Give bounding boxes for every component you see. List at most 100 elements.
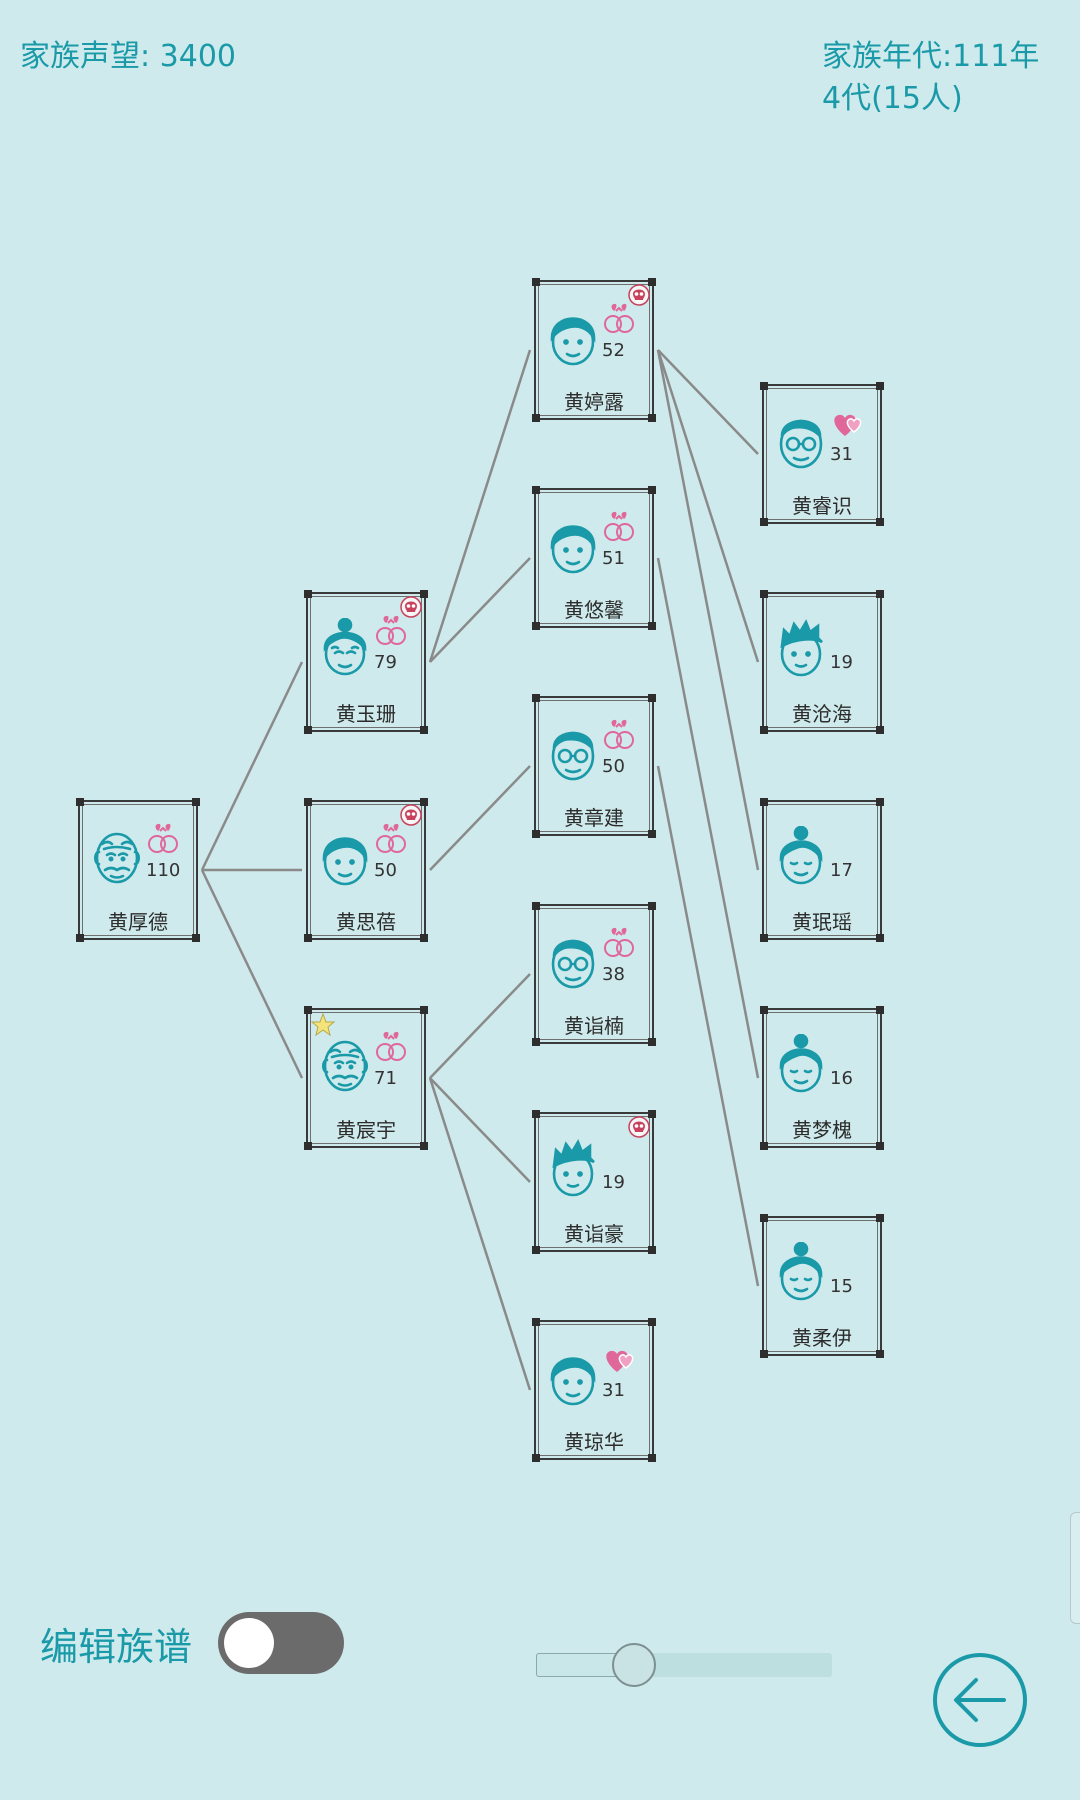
card-corner — [76, 798, 84, 806]
member-card[interactable]: 17 黄珉瑶 — [760, 798, 884, 942]
tree-connector — [429, 1077, 531, 1183]
tree-connector — [656, 349, 760, 871]
card-corner — [532, 694, 540, 702]
tree-connector — [429, 973, 531, 1079]
card-corner — [648, 278, 656, 286]
card-corner — [760, 382, 768, 390]
member-name: 黄诣楠 — [564, 1014, 624, 1038]
member-card[interactable]: 38 黄诣楠 — [532, 902, 656, 1046]
married-rings-icon — [374, 614, 408, 648]
member-card[interactable]: 50 黄思蓓 — [304, 798, 428, 942]
card-corner — [192, 934, 200, 942]
card-corner — [532, 1246, 540, 1254]
card-corner — [532, 414, 540, 422]
side-drawer-handle[interactable] — [1070, 1512, 1080, 1624]
edit-genealogy-toggle[interactable] — [218, 1612, 344, 1674]
married-rings-icon — [374, 822, 408, 856]
member-name: 黄柔伊 — [792, 1326, 852, 1350]
girl-bun-icon — [774, 1241, 828, 1304]
card-corner — [760, 1214, 768, 1222]
member-card[interactable]: 52 黄婷露 — [532, 278, 656, 422]
skull-icon — [628, 1116, 650, 1138]
card-corner — [876, 382, 884, 390]
married-rings-icon — [374, 1030, 408, 1064]
card-corner — [648, 1318, 656, 1326]
zoom-slider-thumb[interactable] — [612, 1643, 656, 1687]
zoom-slider-track[interactable] — [536, 1653, 832, 1677]
card-corner — [304, 798, 312, 806]
card-corner — [876, 1214, 884, 1222]
card-corner — [760, 934, 768, 942]
card-corner — [648, 694, 656, 702]
member-age: 17 — [830, 860, 853, 881]
card-corner — [648, 486, 656, 494]
member-name: 黄睿识 — [792, 494, 852, 518]
card-corner — [760, 518, 768, 526]
member-name: 黄婷露 — [564, 390, 624, 414]
member-card[interactable]: 51 黄悠馨 — [532, 486, 656, 630]
man-glasses-icon — [546, 930, 600, 992]
member-age: 50 — [374, 860, 397, 881]
tree-connector — [656, 349, 760, 663]
girl-bun-icon — [774, 1033, 828, 1096]
card-corner — [760, 726, 768, 734]
member-age: 19 — [602, 1172, 625, 1193]
skull-icon — [628, 284, 650, 306]
boy-icon — [774, 618, 828, 680]
member-age: 38 — [602, 964, 625, 985]
man-glasses-icon — [774, 410, 828, 472]
member-age: 110 — [146, 860, 181, 881]
member-name: 黄梦槐 — [792, 1118, 852, 1142]
card-corner — [420, 934, 428, 942]
member-card[interactable]: 16 黄梦槐 — [760, 1006, 884, 1150]
skull-icon — [400, 596, 422, 618]
card-corner — [876, 1142, 884, 1150]
member-name: 黄章建 — [564, 806, 624, 830]
tree-connector — [429, 557, 531, 663]
member-age: 51 — [602, 548, 625, 569]
card-corner — [532, 1454, 540, 1462]
card-corner — [532, 1110, 540, 1118]
member-name: 黄珉瑶 — [792, 910, 852, 934]
family-era: 家族年代:111年 — [822, 39, 1040, 74]
old-woman-bun-icon — [318, 617, 372, 680]
card-corner — [648, 1038, 656, 1046]
card-corner — [304, 1006, 312, 1014]
card-corner — [648, 1454, 656, 1462]
girl-bun-icon — [774, 825, 828, 888]
card-corner — [876, 1006, 884, 1014]
member-age: 16 — [830, 1068, 853, 1089]
member-name: 黄悠馨 — [564, 598, 624, 622]
tree-connector — [428, 1077, 532, 1391]
member-age: 31 — [602, 1380, 625, 1401]
back-button[interactable] — [932, 1652, 1028, 1748]
card-corner — [192, 798, 200, 806]
card-corner — [532, 486, 540, 494]
card-corner — [76, 934, 84, 942]
woman-icon — [546, 514, 600, 576]
card-corner — [876, 726, 884, 734]
card-corner — [420, 726, 428, 734]
member-age: 79 — [374, 652, 397, 673]
member-name: 黄思蓓 — [336, 910, 396, 934]
member-name: 黄宸宇 — [336, 1118, 396, 1142]
card-corner — [532, 1318, 540, 1326]
card-corner — [876, 934, 884, 942]
card-corner — [876, 1350, 884, 1358]
member-age: 52 — [602, 340, 625, 361]
card-corner — [304, 726, 312, 734]
tree-connector — [656, 557, 760, 1079]
woman-icon — [546, 1346, 600, 1408]
tree-connector — [657, 349, 759, 455]
man-glasses-icon — [546, 722, 600, 784]
